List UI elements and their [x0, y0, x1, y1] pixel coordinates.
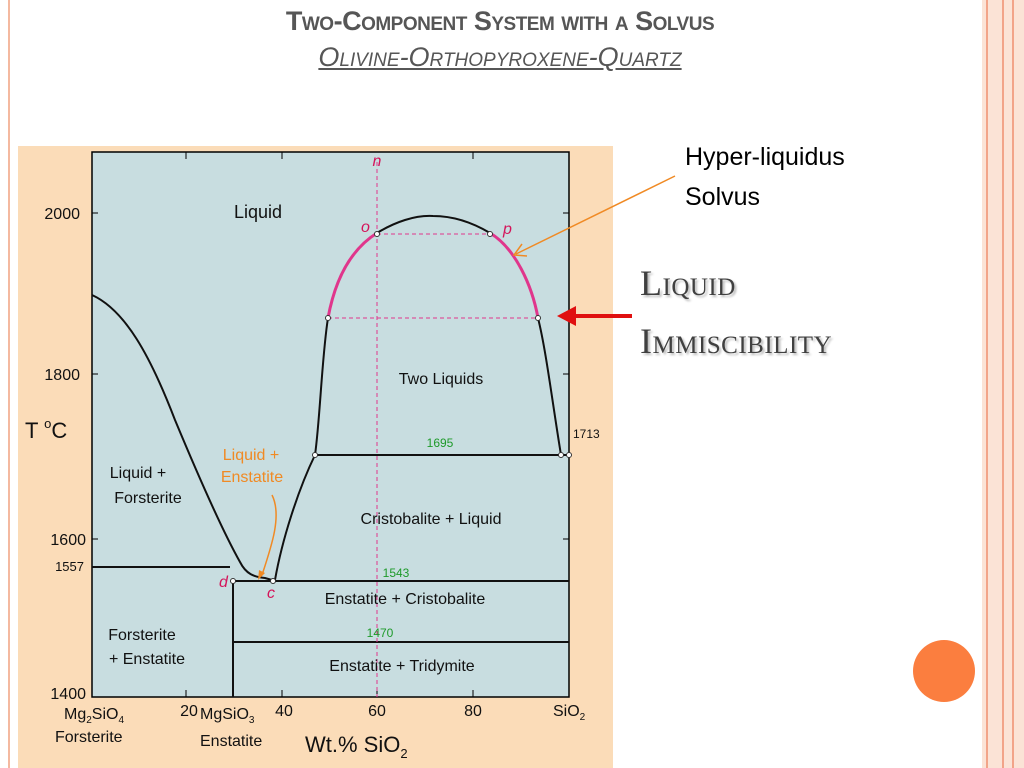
field-two-liquids: Two Liquids: [399, 371, 484, 388]
isotherm-label: 1713: [573, 427, 600, 441]
decorative-circle: [913, 640, 975, 702]
field-forsterite-enstatite: Forsterite: [108, 627, 176, 644]
solvus-right: [489, 231, 540, 319]
x-tick-label: 40: [275, 703, 293, 720]
miscibility-gap-left: [314, 317, 329, 456]
point-1713: [566, 452, 572, 458]
miscibility-gap-right: [537, 317, 562, 456]
immiscibility-heading-line1: Liquid: [640, 263, 736, 303]
field-liquid-forsterite: Forsterite: [114, 490, 182, 507]
slide-title: Two-Component System with a Solvus: [285, 6, 715, 36]
x-tick-label: 60: [368, 703, 386, 720]
solvus-crest: [376, 214, 491, 234]
forsterite-name: Forsterite: [55, 729, 123, 746]
point-o: [374, 231, 380, 237]
solvus-annotation-line2: Solvus: [685, 183, 761, 211]
point-solvus-left: [325, 315, 331, 321]
x-tick-label: 20: [180, 703, 198, 720]
y-tick-label: 1400: [50, 686, 86, 703]
x-tick-label: 80: [464, 703, 482, 720]
slide-frame-line: [1012, 0, 1014, 768]
x-axis-title: Wt.% SiO2: [305, 732, 408, 761]
field-forsterite-enstatite: + Enstatite: [109, 651, 185, 668]
isotherm-label: 1543: [383, 566, 410, 580]
silica-formula: SiO2: [553, 703, 586, 723]
field-liquid: Liquid: [234, 202, 282, 222]
field-liquid-forsterite: Liquid +: [110, 465, 167, 482]
enstatite-liquidus: [274, 454, 316, 581]
forsterite-liquidus: [91, 294, 273, 581]
plot-area: [91, 151, 570, 698]
slide-frame-line: [986, 0, 988, 768]
point-p: [487, 231, 493, 237]
point-label-p: p: [502, 221, 512, 238]
y-tick-label: 1600: [50, 532, 86, 549]
field-enstatite-cristobalite: Enstatite + Cristobalite: [325, 591, 486, 608]
enstatite-formula: MgSiO3: [200, 706, 255, 726]
solvus-left: [326, 231, 378, 319]
y-axis-title: T oC: [25, 416, 67, 443]
point-label-c: c: [267, 585, 275, 602]
enstatite-name: Enstatite: [200, 733, 262, 750]
isotherm-label: 1470: [367, 626, 394, 640]
field-cristobalite-liquid: Cristobalite + Liquid: [361, 511, 502, 528]
field-liquid-enstatite: Enstatite: [221, 469, 283, 486]
solvus-callout-head: [512, 243, 528, 257]
enstatite-pointer: [261, 494, 277, 576]
y-tick-label: 2000: [44, 206, 80, 223]
forsterite-formula: Mg2SiO4: [64, 706, 124, 726]
isotherm-label: 1695: [427, 436, 454, 450]
slide-subtitle: Olivine-Orthopyroxene-Quartz: [318, 42, 682, 72]
solvus-callout-line: [515, 175, 676, 255]
point-label-n: n: [373, 153, 382, 170]
immiscibility-heading-line2: Immiscibility: [640, 321, 833, 361]
y-tick-label: 1800: [44, 367, 80, 384]
slide-frame-line: [1002, 0, 1004, 768]
field-liquid-enstatite: Liquid +: [223, 447, 280, 464]
field-enstatite-tridymite: Enstatite + Tridymite: [329, 658, 474, 675]
enstatite-pointer-head: [258, 570, 265, 580]
point-solvus-right: [535, 315, 541, 321]
point-1695-right: [558, 452, 564, 458]
point-1695-left: [312, 452, 318, 458]
point-label-o: o: [361, 219, 370, 236]
slide-frame-left: [8, 0, 10, 768]
y-tick-label: 1557: [55, 559, 84, 574]
point-d: [230, 578, 236, 584]
solvus-annotation-line1: Hyper-liquidus: [685, 143, 845, 171]
immiscibility-arrow-head: [557, 306, 576, 326]
point-label-d: d: [219, 574, 229, 591]
point-c: [270, 578, 276, 584]
